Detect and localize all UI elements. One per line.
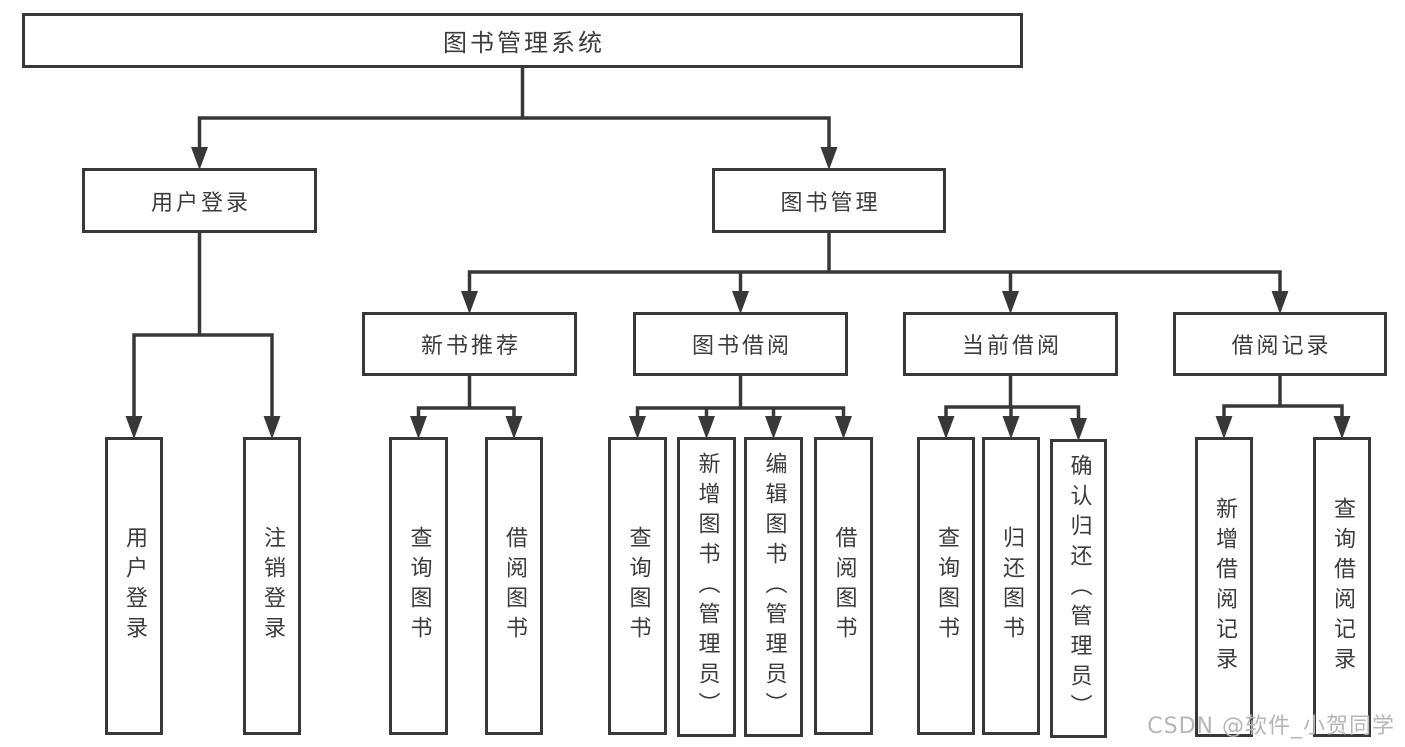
connector-user-login-module xyxy=(132,231,274,423)
arrowhead-search-books-recommend xyxy=(410,416,427,439)
node-search-books-borrow: 查询图书 xyxy=(608,437,667,735)
node-user-login-module: 用户登录 xyxy=(82,168,317,233)
node-search-books-recommend: 查询图书 xyxy=(389,437,448,735)
node-borrow-books-borrow: 借阅图书 xyxy=(814,437,873,735)
connector-new-book-recommend xyxy=(416,374,516,423)
arrowhead-book-management-module xyxy=(820,147,838,170)
arrowhead-borrow-books-recommend xyxy=(505,416,523,439)
node-borrow-books-recommend: 借阅图书 xyxy=(485,437,543,735)
node-label-borrow-books-recommend: 借阅图书 xyxy=(502,526,527,646)
arrowhead-search-books-borrow xyxy=(629,416,646,439)
node-new-book-recommend: 新书推荐 xyxy=(362,312,577,376)
node-label-book-borrow-module: 图书借阅 xyxy=(691,334,792,359)
arrowhead-search-books-current xyxy=(937,416,955,439)
arrowhead-return-books xyxy=(1002,416,1020,439)
node-add-borrow-record: 新增借阅记录 xyxy=(1195,437,1253,737)
node-label-confirm-return-admin: 确认归还（管理员） xyxy=(1066,453,1092,724)
node-label-add-books-admin: 新增图书（管理员） xyxy=(694,452,720,722)
arrowhead-book-borrow-module xyxy=(732,291,749,314)
arrowhead-current-borrow-module xyxy=(1002,291,1019,314)
node-search-borrow-record: 查询借阅记录 xyxy=(1313,437,1371,737)
node-confirm-return-admin: 确认归还（管理员） xyxy=(1050,439,1107,738)
arrowhead-new-book-recommend xyxy=(461,291,478,314)
arrowhead-borrow-books-borrow xyxy=(835,416,852,439)
node-label-search-books-recommend: 查询图书 xyxy=(406,526,432,646)
node-user-login-leaf: 用户登录 xyxy=(105,437,163,735)
arrowhead-search-borrow-record xyxy=(1333,416,1351,439)
node-add-books-admin: 新增图书（管理员） xyxy=(677,437,736,737)
arrowhead-add-books-admin xyxy=(698,416,715,439)
connector-system-root xyxy=(197,66,831,154)
csdn-watermark: CSDN @软件_小贺同学 xyxy=(1147,714,1395,739)
node-label-search-books-borrow: 查询图书 xyxy=(625,526,651,646)
node-label-edit-books-admin: 编辑图书（管理员） xyxy=(761,452,787,722)
node-label-return-books: 归还图书 xyxy=(999,526,1024,646)
node-current-borrow-module: 当前借阅 xyxy=(903,312,1118,376)
node-label-borrow-records-module: 借阅记录 xyxy=(1231,334,1332,359)
arrowhead-logout-leaf xyxy=(263,416,281,439)
node-label-search-borrow-record: 查询借阅记录 xyxy=(1330,497,1355,677)
node-label-book-management-module: 图书管理 xyxy=(780,190,881,216)
node-label-user-login-module: 用户登录 xyxy=(150,190,251,216)
arrowhead-confirm-return-admin xyxy=(1070,418,1087,441)
node-label-borrow-books-borrow: 借阅图书 xyxy=(831,526,857,646)
arrowhead-user-login-leaf xyxy=(125,416,143,439)
node-borrow-records-module: 借阅记录 xyxy=(1173,312,1387,376)
node-label-add-borrow-record: 新增借阅记录 xyxy=(1212,497,1237,677)
node-book-borrow-module: 图书借阅 xyxy=(633,312,848,376)
connector-book-management-module xyxy=(467,231,1282,298)
node-edit-books-admin: 编辑图书（管理员） xyxy=(744,437,803,737)
arrowhead-edit-books-admin xyxy=(765,416,782,439)
node-label-new-book-recommend: 新书推荐 xyxy=(420,334,521,359)
node-label-logout-leaf: 注销登录 xyxy=(260,526,285,646)
connector-borrow-records-module xyxy=(1222,374,1344,423)
node-label-system-root: 图书管理系统 xyxy=(443,29,605,57)
node-book-management-module: 图书管理 xyxy=(712,168,946,233)
node-logout-leaf: 注销登录 xyxy=(243,437,301,735)
node-system-root: 图书管理系统 xyxy=(22,13,1023,68)
arrowhead-borrow-records-module xyxy=(1271,291,1289,314)
node-label-user-login-leaf: 用户登录 xyxy=(122,526,147,646)
connector-current-borrow-module xyxy=(944,374,1081,425)
arrowhead-add-borrow-record xyxy=(1215,416,1233,439)
node-label-search-books-current: 查询图书 xyxy=(934,526,959,646)
node-search-books-current: 查询图书 xyxy=(917,437,975,735)
node-label-current-borrow-module: 当前借阅 xyxy=(961,334,1062,359)
node-return-books: 归还图书 xyxy=(982,437,1040,735)
connector-book-borrow-module xyxy=(635,374,846,423)
arrowhead-user-login-module xyxy=(191,147,208,170)
